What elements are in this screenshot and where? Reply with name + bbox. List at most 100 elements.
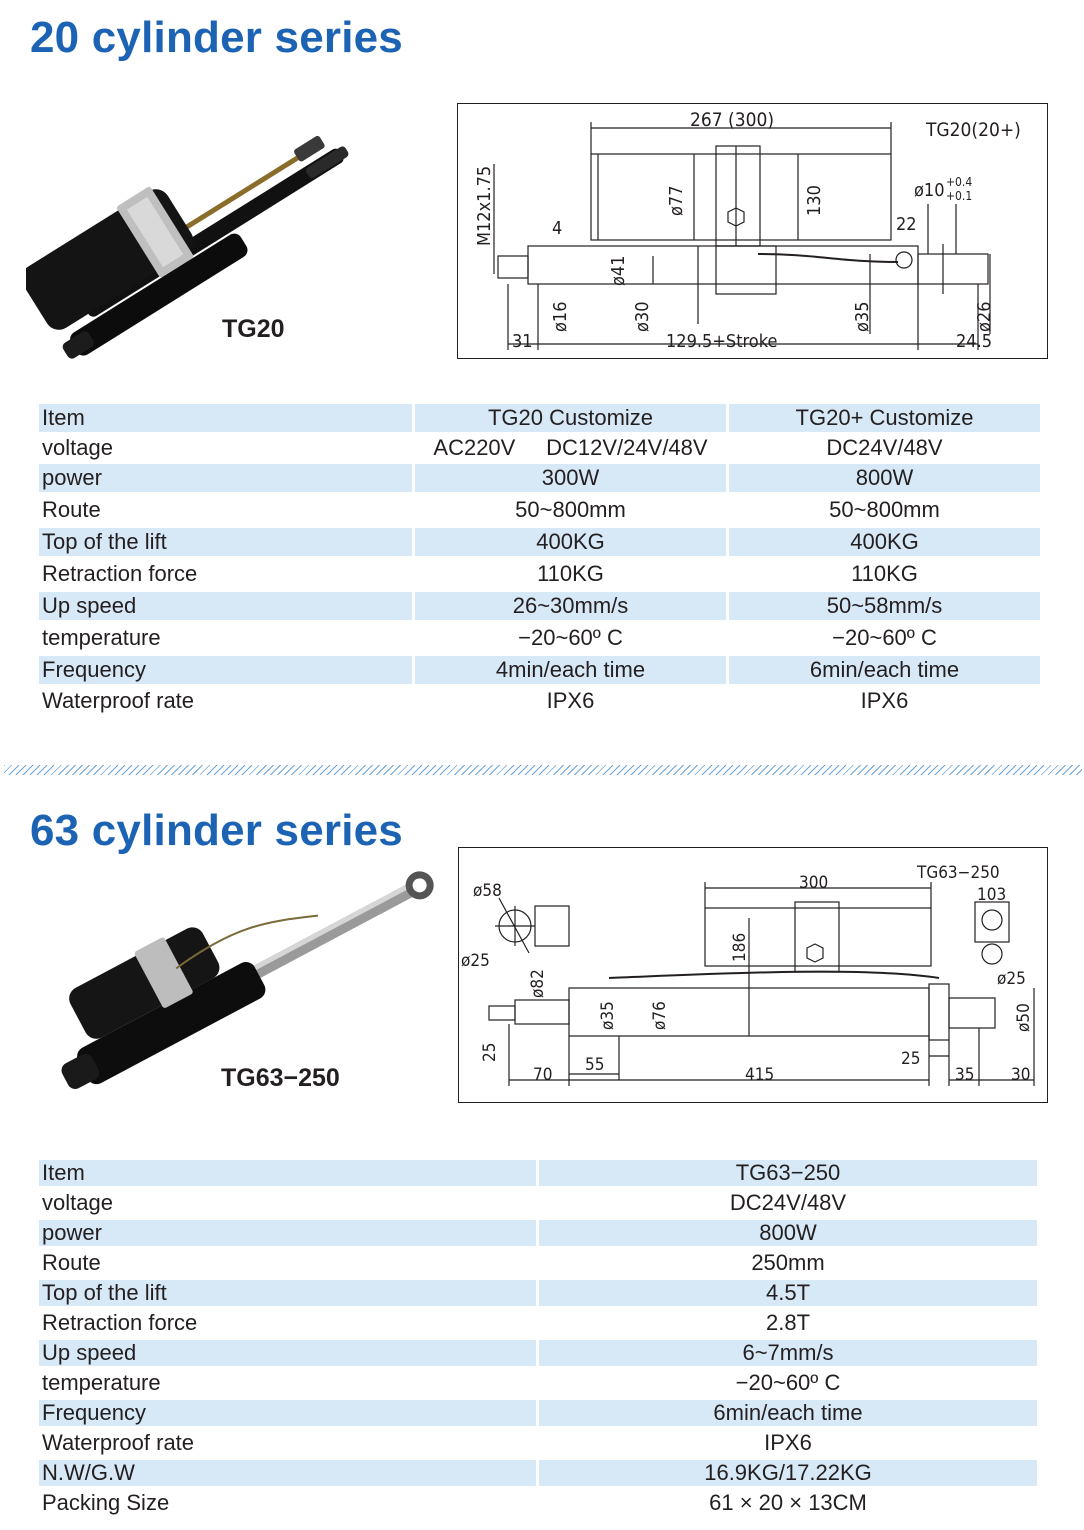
tg63-technical-drawing: ø58 ø25 300 TG63−250 103 186 ø82 ø35 ø76… [458,847,1048,1103]
tg63-dim-d25c: 25 [901,1049,920,1069]
tg20-dim-thread: M12x1.75 [474,166,495,246]
tg63-spec-table: Item TG63−250 voltage DC24V/48V power 80… [36,1160,1040,1520]
tg20-dim-d22: 22 [896,214,917,235]
row-label: N.W/G.W [39,1460,536,1486]
tg20-actuator-photo [26,98,386,363]
tg63-dim-d35b: 35 [955,1065,974,1085]
row-value-tg20plus: −20~60º C [832,625,937,650]
header-tg63: TG63−250 [539,1160,1037,1186]
row-value: 2.8T [765,1310,811,1335]
row-label: temperature [42,1370,161,1395]
tg20-dim-d31: 31 [512,331,533,352]
tg63-dim-d35: ø35 [598,1001,618,1030]
row-value-tg20plus: 50~58mm/s [729,592,1040,620]
row-value-tg20: IPX6 [546,688,595,713]
row-label: Frequency [39,1400,536,1426]
header-item: Item [39,1160,536,1186]
tg63-dim-h186: 186 [730,933,750,962]
tg63-actuator-photo [40,870,440,1095]
row-value-tg20plus: 50~800mm [829,497,940,522]
tg63-dim-d415: 415 [745,1065,774,1085]
row-value: −20~60º C [735,1370,841,1395]
row-value: DC24V/48V [729,1190,847,1215]
table-row: power 300W 800W [39,464,1040,492]
tg20-dim-h130: 130 [804,185,825,216]
row-value: 6min/each time [539,1400,1037,1426]
table-row: Top of the lift 4.5T [39,1280,1037,1306]
row-value: 61 × 20 × 13CM [709,1490,867,1515]
row-value: 6~7mm/s [539,1340,1037,1366]
row-value-tg20plus: IPX6 [860,688,909,713]
tg20-dim-d26: ø26 [974,301,995,332]
tg63-dim-d30: 30 [1011,1065,1030,1085]
section-heading-20: 20 cylinder series [30,13,403,62]
row-label: voltage [42,435,113,460]
tg20-dim-d16: ø16 [550,301,571,332]
row-value-tg20: 4min/each time [415,656,726,684]
table-row: Route 50~800mm 50~800mm [39,492,1040,528]
row-label: Top of the lift [39,1280,536,1306]
row-value-tg20plus: DC24V/48V [826,435,943,460]
table-row: voltage DC24V/48V [39,1186,1037,1220]
row-label: Retraction force [42,1310,198,1335]
row-value-tg20plus: 400KG [729,528,1040,556]
header-item: Item [39,404,412,432]
tg63-dim-d50: ø50 [1014,1003,1034,1032]
row-label: Route [42,1250,101,1275]
tg20-dim-d245: 24.5 [956,331,992,352]
row-label: Up speed [39,1340,536,1366]
table-row: Waterproof rate IPX6 [39,1426,1037,1460]
row-value-tg20plus: 110KG [851,561,918,586]
row-value-tg20: 50~800mm [515,497,626,522]
row-label: Up speed [39,592,412,620]
row-value-tg20: 300W [415,464,726,492]
tg63-model-label: TG63−250 [221,1064,340,1092]
tg63-dim-d103: 103 [977,885,1006,905]
row-label: Route [42,497,101,522]
table-row: Waterproof rate IPX6 IPX6 [39,684,1040,718]
row-value-tg20: 400KG [415,528,726,556]
row-label: Retraction force [42,561,198,586]
tg20-dim-d30: ø30 [632,301,653,332]
voltage-dc: DC12V/24V/48V [546,435,708,460]
row-value-tg20: 110KG [537,561,604,586]
section-heading-63: 63 cylinder series [30,806,403,855]
table-row: power 800W [39,1220,1037,1246]
tg20-dim-d4: 4 [552,218,562,239]
table-row: Retraction force 2.8T [39,1306,1037,1340]
row-value-tg20: 26~30mm/s [415,592,726,620]
tg20-dim-tol-lower: +0.1 [946,189,972,203]
tg63-dim-d25a: ø25 [461,951,490,971]
table-row: Frequency 4min/each time 6min/each time [39,656,1040,684]
tg20-dim-d41: ø41 [608,255,629,286]
table-row: Up speed 26~30mm/s 50~58mm/s [39,592,1040,620]
section-divider [4,765,1082,775]
tg63-dim-d55: 55 [585,1055,604,1075]
tg20-dim-stroke: 129.5+Stroke [666,331,777,352]
tg63-dim-d58: ø58 [473,881,502,901]
row-label: Waterproof rate [42,688,195,713]
table-row: Top of the lift 400KG 400KG [39,528,1040,556]
table-row: N.W/G.W 16.9KG/17.22KG [39,1460,1037,1486]
tg20-model-label: TG20 [222,315,285,343]
tg63-dim-h25: 25 [480,1043,500,1062]
row-label: temperature [42,625,161,650]
row-value: 4.5T [539,1280,1037,1306]
tg20-spec-table: Item TG20 Customize TG20+ Customize volt… [36,404,1043,718]
row-value-tg20plus: 800W [729,464,1040,492]
tg63-drawing-title: TG63−250 [916,863,1000,883]
tg20-dim-d10: ø10 [914,180,945,201]
table-row: temperature −20~60º C −20~60º C [39,620,1040,656]
table-header-row: Item TG63−250 [39,1160,1037,1186]
header-tg20plus: TG20+ Customize [729,404,1040,432]
table-row: Frequency 6min/each time [39,1400,1037,1426]
row-label: Top of the lift [39,528,412,556]
row-value: IPX6 [764,1430,812,1455]
row-value: 800W [539,1220,1037,1246]
table-row: Up speed 6~7mm/s [39,1340,1037,1366]
tg63-dim-d76: ø76 [650,1001,670,1030]
tg20-drawing-title: TG20(20+) [925,119,1021,141]
tg20-technical-drawing: 267 (300) TG20(20+) M12x1.75 ø77 130 ø10… [457,103,1048,359]
tg63-dim-d70: 70 [533,1065,552,1085]
